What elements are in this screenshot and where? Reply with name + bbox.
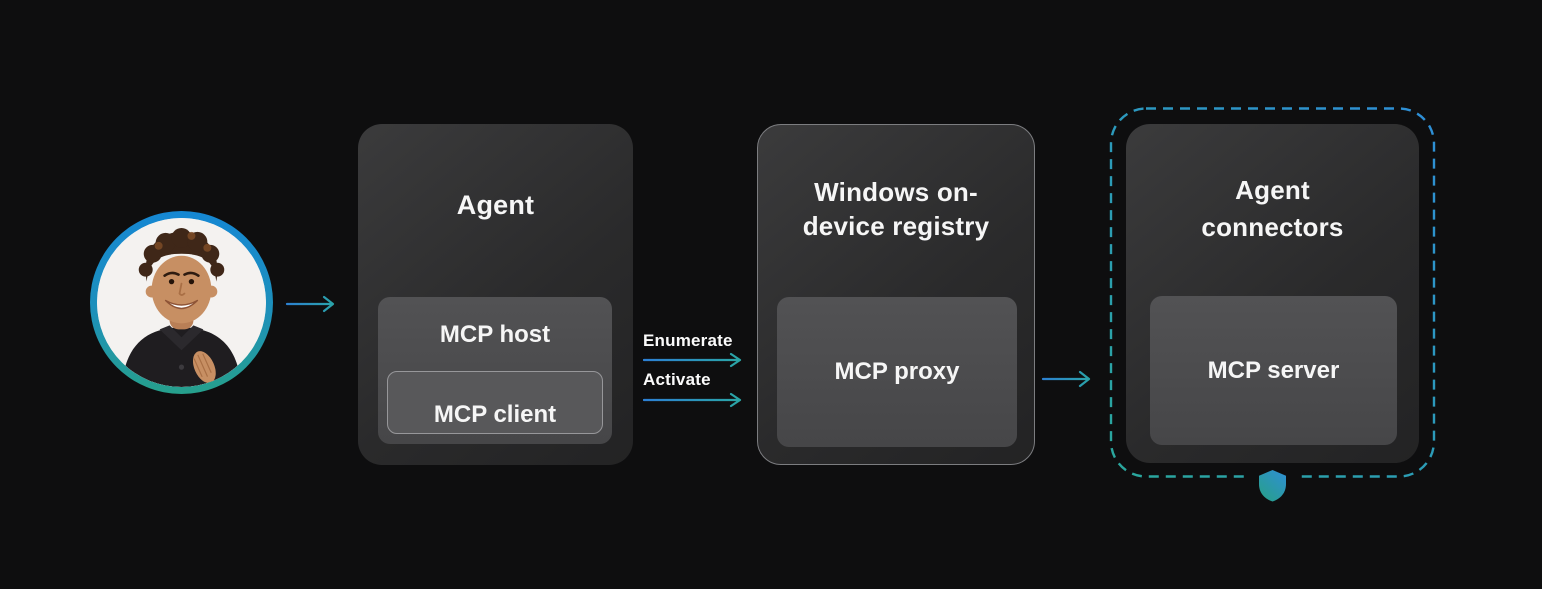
arrow-user-to-agent-icon: [285, 295, 335, 313]
mcp-proxy-box: MCP proxy: [777, 297, 1017, 447]
registry-box: Windows on- device registry MCP proxy: [757, 124, 1035, 465]
mcp-host-label: MCP host: [439, 321, 551, 348]
activate-label: Activate: [643, 370, 711, 389]
mcp-client-label: MCP client: [433, 400, 557, 428]
mcp-client-box: MCP client: [387, 371, 603, 434]
registry-title-line1: Windows on-: [814, 177, 978, 207]
user-avatar: [90, 211, 273, 394]
arrow-activate-icon: [643, 392, 742, 408]
user-photo: [97, 218, 266, 387]
agent-connectors-box: Agent connectors MCP server: [1126, 124, 1419, 463]
mcp-proxy-label: MCP proxy: [834, 358, 960, 385]
mcp-server-box: MCP server: [1150, 296, 1397, 445]
security-shield-icon: [1259, 470, 1286, 502]
registry-title-line2: device registry: [802, 211, 990, 241]
security-boundary-dashed-border: [1109, 107, 1436, 502]
agent-title: Agent: [456, 190, 535, 220]
agent-connectors-title: Agent connectors: [1126, 124, 1419, 246]
person-illustration-icon: [97, 218, 266, 387]
mcp-server-label: MCP server: [1207, 356, 1340, 384]
arrow-registry-to-connectors-icon: [1041, 370, 1091, 388]
agent-connectors-title-line2: connectors: [1201, 212, 1344, 242]
mcp-host-box: MCP host MCP client: [378, 297, 612, 444]
agent-connectors-title-line1: Agent: [1235, 175, 1310, 205]
arrow-enumerate-icon: [643, 352, 742, 368]
registry-title: Windows on- device registry: [758, 125, 1034, 243]
enumerate-label: Enumerate: [643, 331, 733, 350]
agent-box: Agent MCP host MCP client: [358, 124, 633, 465]
